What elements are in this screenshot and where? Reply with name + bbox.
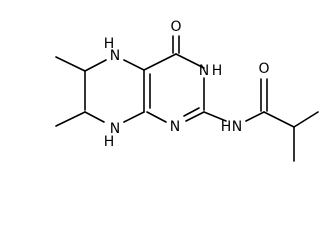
hydrogen-label-pyrimidine-right: H (212, 63, 223, 79)
bond-c6-methyl (55, 56, 86, 72)
oxygen-label-top: O (170, 19, 181, 35)
bond-c4-c4a (143, 53, 177, 71)
bond-c4a-n5 (123, 59, 145, 71)
oxygen-label-amide: O (258, 61, 269, 77)
hydrogen-label-amide: H (221, 119, 232, 135)
bond-c7-methyl (55, 111, 86, 127)
bond-c2-nh (203, 111, 227, 122)
bond-n1-c8a (146, 111, 167, 123)
molecule-diagram: O H N H N N H N H N O (55, 19, 319, 162)
bond-c2-n1 (185, 111, 205, 122)
nitrogen-label-ring-upper: N (110, 48, 120, 64)
bond-n5-c6 (84, 59, 107, 72)
nitrogen-label-pyrimidine-bottom: N (170, 119, 180, 135)
bond-c4-n3 (175, 53, 205, 69)
bond-c7-n8 (84, 111, 105, 123)
structure-drawing: O H N H N N H N H N O (55, 19, 319, 162)
atom-labels: O H N H N N H N H N O (104, 19, 270, 150)
nitrogen-label-ring-lower: N (110, 121, 120, 137)
hydrogen-label-ring-lower: H (104, 134, 115, 150)
nitrogen-label-pyrimidine-right: N (199, 63, 209, 79)
bonds (55, 35, 319, 162)
nitrogen-label-amide: N (232, 119, 242, 135)
bond-carbonyl-ch (263, 111, 295, 128)
bond-c2-n1-double (183, 107, 200, 117)
bond-n8-c8a (123, 111, 145, 123)
hydrogen-label-ring-upper: H (104, 36, 115, 52)
bond-ch-methyl-right (293, 111, 319, 128)
bond-nh-carbonyl (245, 111, 265, 122)
